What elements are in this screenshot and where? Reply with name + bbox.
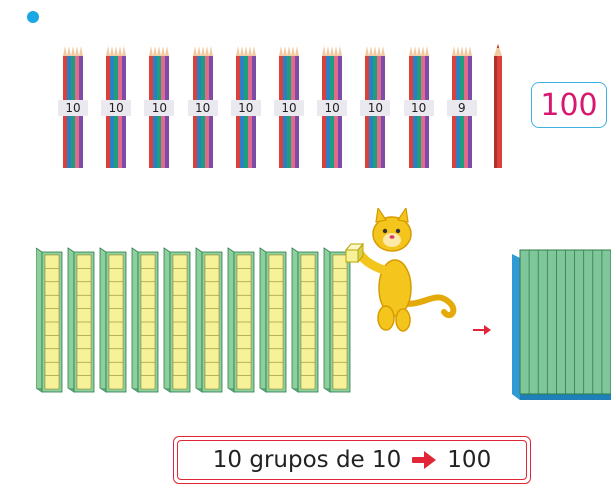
ten-rod <box>195 247 223 393</box>
cat-character <box>344 208 457 332</box>
pencil-bundle: 10 <box>274 44 304 170</box>
bundle-label: 10 <box>360 100 391 116</box>
equation-box: 10 grupos de 10 100 <box>173 436 531 484</box>
pencil-bundle: 9 <box>446 44 477 170</box>
bundle-label: 10 <box>144 100 175 116</box>
bundle-label: 10 <box>101 100 132 116</box>
bundle-label: 10 <box>274 100 304 116</box>
pencil-bundle: 10 <box>187 44 218 170</box>
bundle-label: 10 <box>58 100 88 116</box>
ten-rod <box>163 247 191 393</box>
bundle-label: 10 <box>230 100 261 116</box>
bullet-point <box>27 11 39 23</box>
ten-rod <box>291 247 319 393</box>
count-box: 100 <box>531 82 607 128</box>
ten-rod <box>36 247 63 393</box>
ten-rod <box>323 247 351 393</box>
equation-result: 100 <box>447 447 492 473</box>
bundle-label: 10 <box>187 100 218 116</box>
pencil-bundle: 10 <box>101 44 132 170</box>
single-pencil <box>494 44 502 168</box>
ten-rod <box>99 247 127 393</box>
pencil-bundle: 10 <box>403 44 434 170</box>
hundred-flat <box>512 249 611 400</box>
ten-rod <box>131 247 159 393</box>
pencil-bundle: 10 <box>230 44 261 170</box>
pencil-bundle: 10 <box>317 44 348 170</box>
ten-rod <box>67 247 95 393</box>
bundle-label: 9 <box>446 100 477 116</box>
pencil-bundle: 10 <box>360 44 391 170</box>
ten-rod <box>227 247 255 393</box>
count-value: 100 <box>540 87 598 123</box>
ten-rod <box>259 247 287 393</box>
arrow-icon <box>473 325 491 335</box>
pencil-bundle: 10 <box>144 44 175 170</box>
right-arrow-icon <box>412 451 437 469</box>
equation-text: 10 grupos de 10 <box>212 447 402 473</box>
bundle-label: 10 <box>317 100 348 116</box>
equation-inner: 10 grupos de 10 100 <box>177 440 527 480</box>
ten-rods <box>36 247 351 393</box>
bundle-label: 10 <box>403 100 434 116</box>
pencil-bundle: 10 <box>58 44 88 170</box>
